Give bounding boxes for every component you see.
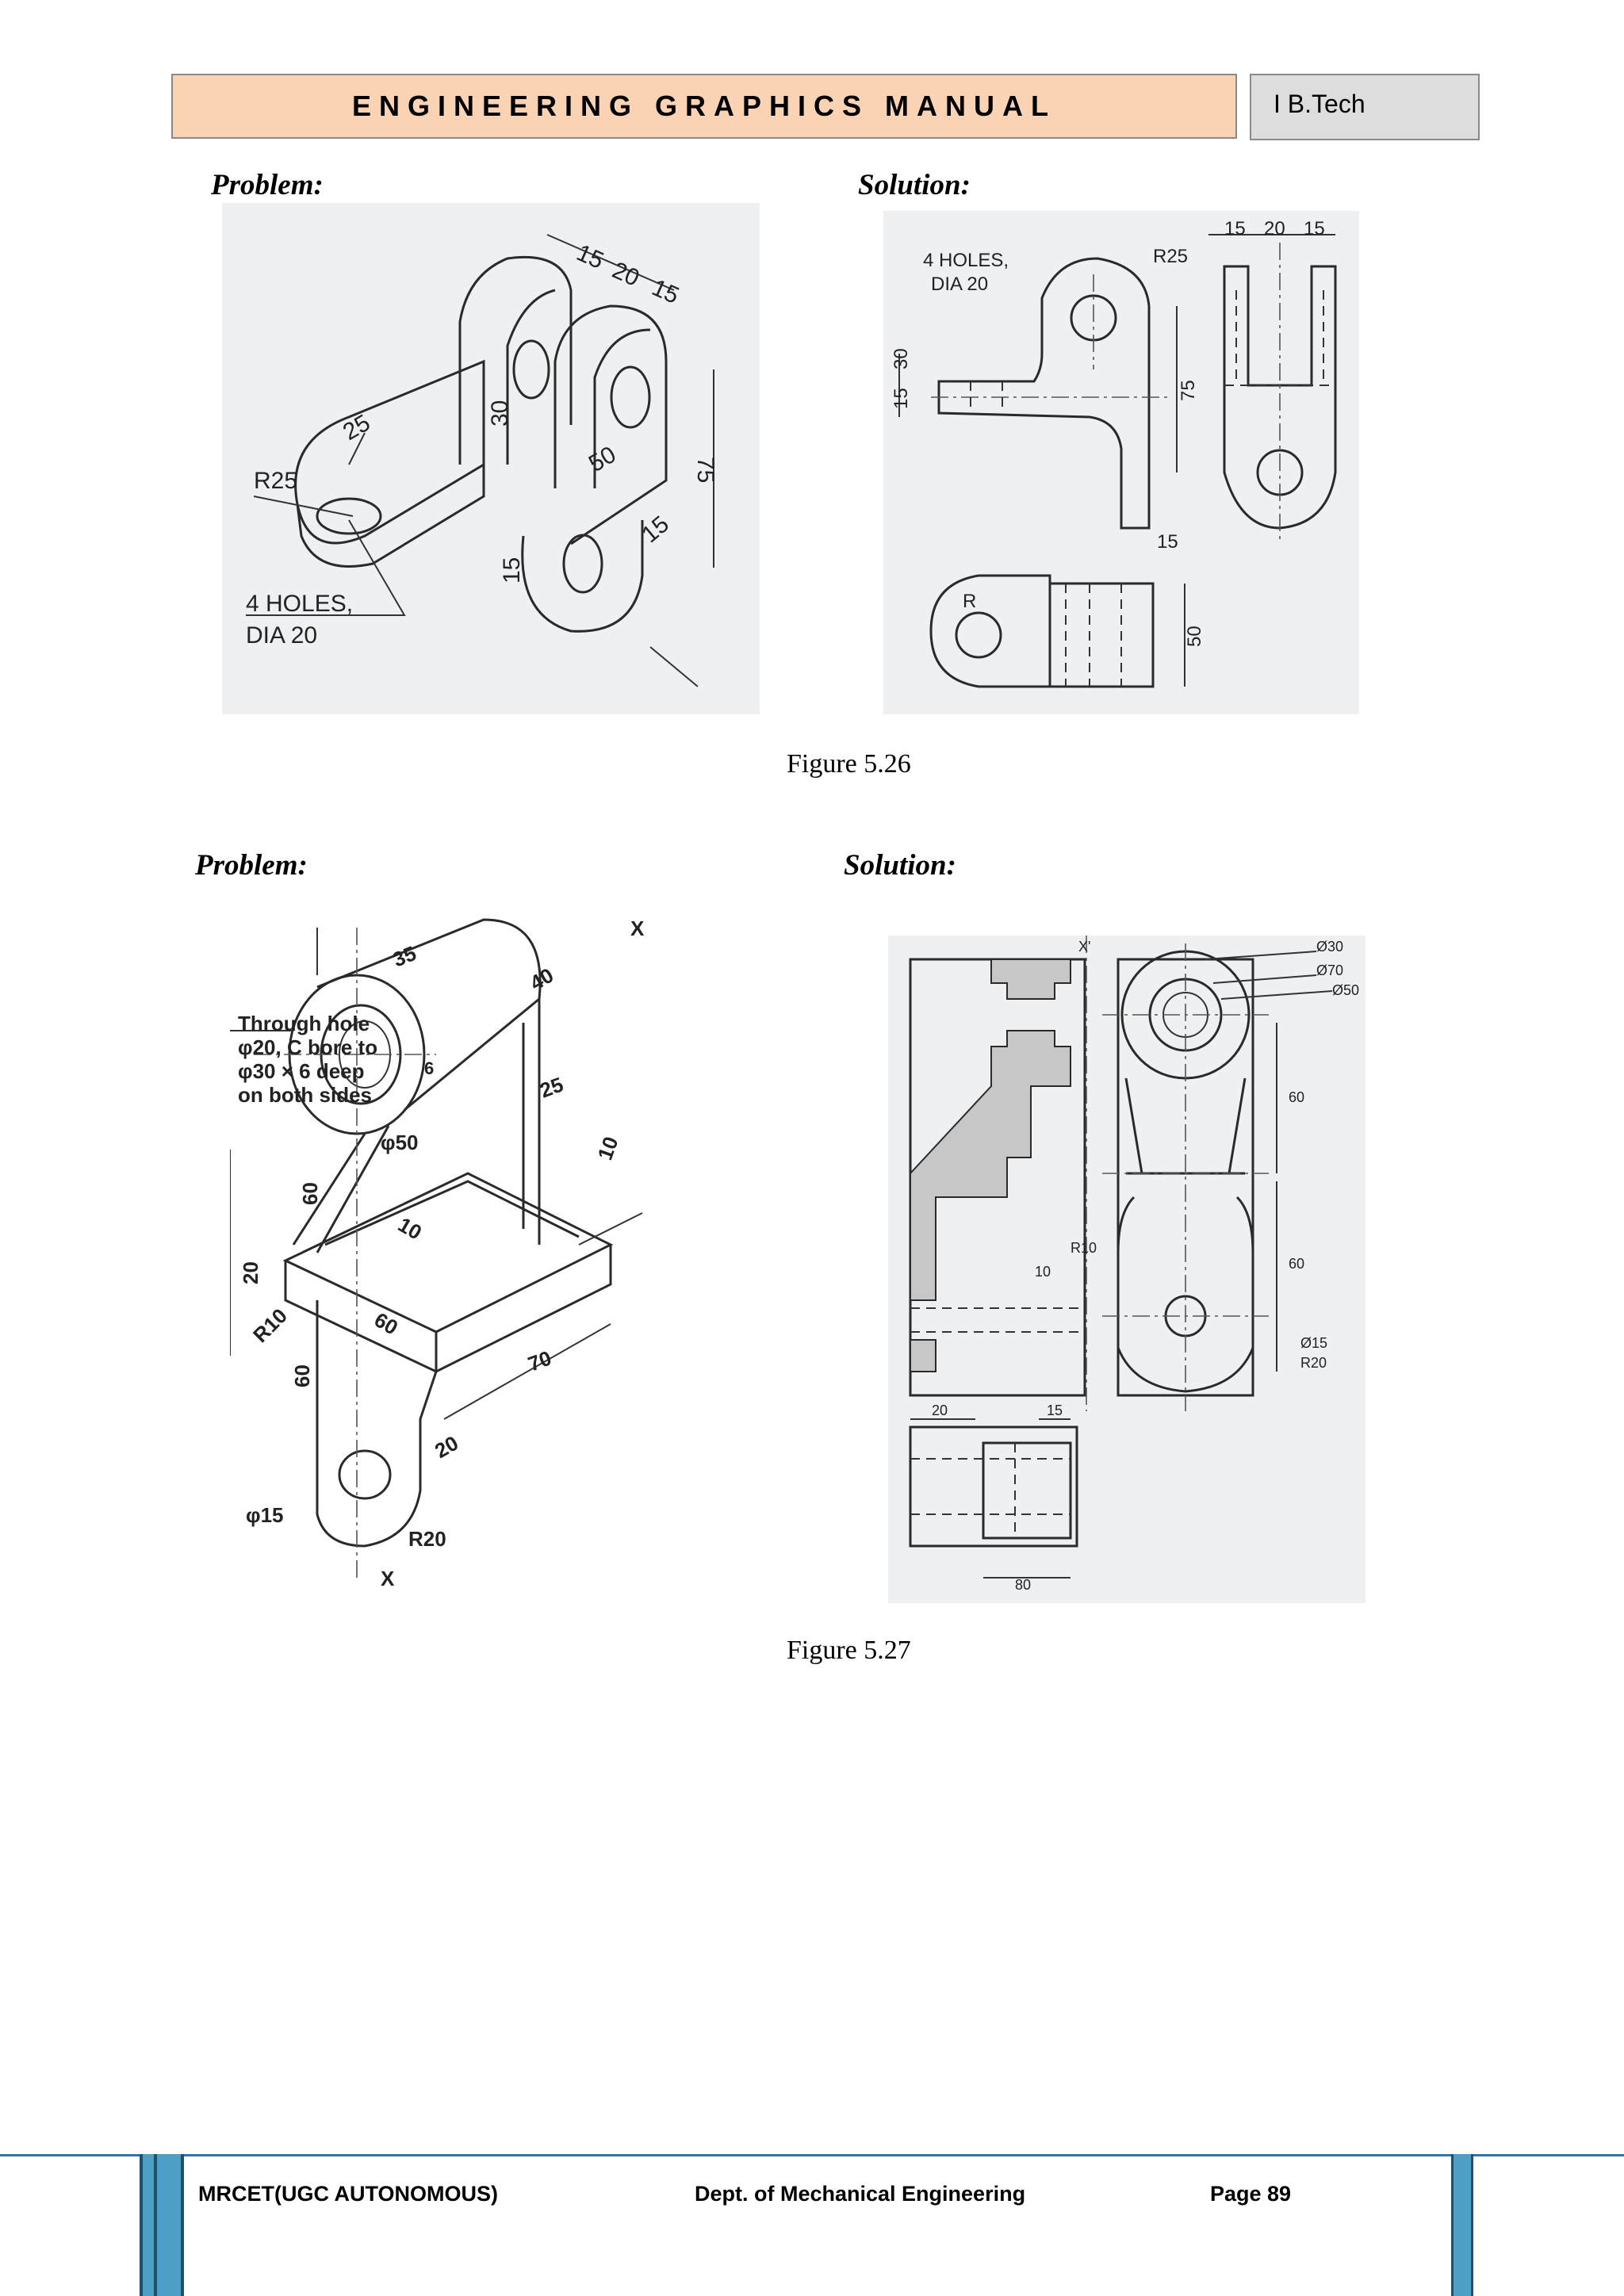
dim-text: 60 [1289, 1256, 1304, 1272]
dim-text: 15 [499, 557, 525, 584]
dim-text: 70 [525, 1346, 554, 1376]
dim-text: 50 [1184, 626, 1205, 647]
dim-text: 20 [932, 1402, 948, 1418]
dim-text: 40 [526, 963, 557, 995]
dim-text: R20 [1300, 1355, 1327, 1371]
dim-text: X [630, 916, 645, 940]
dim-text: 15 [1224, 218, 1246, 239]
dim-text: 15 [891, 388, 912, 409]
figure-5-27-solution-drawing: X' Ø30 Ø70 Ø50 60 60 10 R10 Ø15 R20 20 1… [888, 936, 1365, 1603]
dim-text: 60 [1289, 1089, 1304, 1105]
dim-text: 10 [592, 1134, 622, 1163]
problem-label-2: Problem: [195, 849, 308, 882]
solution-label-1: Solution: [858, 169, 971, 201]
dim-text: φ15 [246, 1503, 284, 1527]
dim-text: 15 [1047, 1402, 1063, 1418]
dim-text: 15 [1157, 531, 1178, 553]
dim-text: R10 [1071, 1240, 1097, 1256]
dim-text: 25 [537, 1073, 566, 1103]
dim-text: 30 [487, 400, 513, 427]
solution-label-2: Solution: [844, 849, 956, 882]
dim-text: R25 [254, 468, 297, 494]
dim-text: 10 [394, 1212, 426, 1244]
dim-text: R [963, 591, 976, 612]
figure-5-26-problem-drawing: 15 20 15 25 30 R25 50 75 15 15 4 HOLES, … [222, 203, 760, 714]
dim-text: 15 [1304, 218, 1325, 239]
note-text: DIA 20 [931, 274, 988, 295]
dim-text: 20 [239, 1261, 262, 1284]
dim-text: R25 [1153, 246, 1188, 267]
figure-5-26-solution-drawing: 15 20 15 R25 30 15 75 15 R 50 4 HOLES, D… [883, 211, 1359, 714]
footer-left-bar [140, 2154, 184, 2296]
header-course-tag: I B.Tech [1250, 74, 1480, 140]
note-text: DIA 20 [246, 622, 317, 649]
dim-text: 25 [339, 410, 374, 446]
dim-text: R10 [248, 1303, 292, 1347]
dim-text: 50 [584, 442, 620, 477]
dim-text: 60 [298, 1182, 322, 1205]
note-text: on both sides [238, 1083, 372, 1107]
header-title: ENGINEERING GRAPHICS MANUAL [171, 74, 1237, 139]
dim-text: 15 [573, 239, 607, 274]
footer-page-number: Page 89 [1210, 2182, 1292, 2206]
figure-caption-5-26: Figure 5.26 [787, 749, 911, 779]
footer-institution: MRCET(UGC AUTONOMOUS) [198, 2182, 498, 2206]
note-text: Through hole [238, 1012, 370, 1035]
dim-text: X [381, 1567, 395, 1590]
dim-text: 6 [424, 1058, 434, 1078]
dim-text: 20 [1264, 218, 1285, 239]
note-text: 4 HOLES, [246, 591, 353, 617]
note-text: 4 HOLES, [923, 250, 1009, 271]
dim-text: X' [1078, 939, 1090, 955]
dim-text: Ø50 [1332, 982, 1359, 998]
dim-text: 75 [1178, 380, 1199, 401]
dim-text: 60 [290, 1364, 314, 1387]
figure-5-27-problem-drawing: Through hole φ20, C bore to φ30 × 6 deep… [230, 912, 674, 1594]
note-text: φ30 × 6 deep [238, 1059, 365, 1083]
dim-text: Ø15 [1300, 1335, 1327, 1351]
figure-caption-5-27: Figure 5.27 [787, 1636, 911, 1665]
footer-department: Dept. of Mechanical Engineering [695, 2182, 1026, 2206]
dim-text: 75 [692, 457, 718, 483]
dim-text: Ø70 [1316, 962, 1343, 978]
dim-text: Ø30 [1316, 939, 1343, 955]
dim-text: 30 [891, 348, 912, 369]
dim-text: 20 [608, 257, 643, 292]
dim-text: φ50 [381, 1131, 419, 1154]
footer-rule [0, 2154, 1624, 2156]
dim-text: 35 [389, 941, 419, 972]
note-text: φ20, C bore to [238, 1035, 377, 1059]
dim-text: 80 [1015, 1577, 1031, 1593]
dim-text: 20 [431, 1431, 462, 1463]
dim-text: 10 [1035, 1264, 1051, 1280]
dim-text: R20 [408, 1527, 446, 1551]
footer-right-bar [1451, 2154, 1473, 2296]
dim-text: 15 [648, 274, 683, 309]
problem-label-1: Problem: [211, 169, 324, 201]
